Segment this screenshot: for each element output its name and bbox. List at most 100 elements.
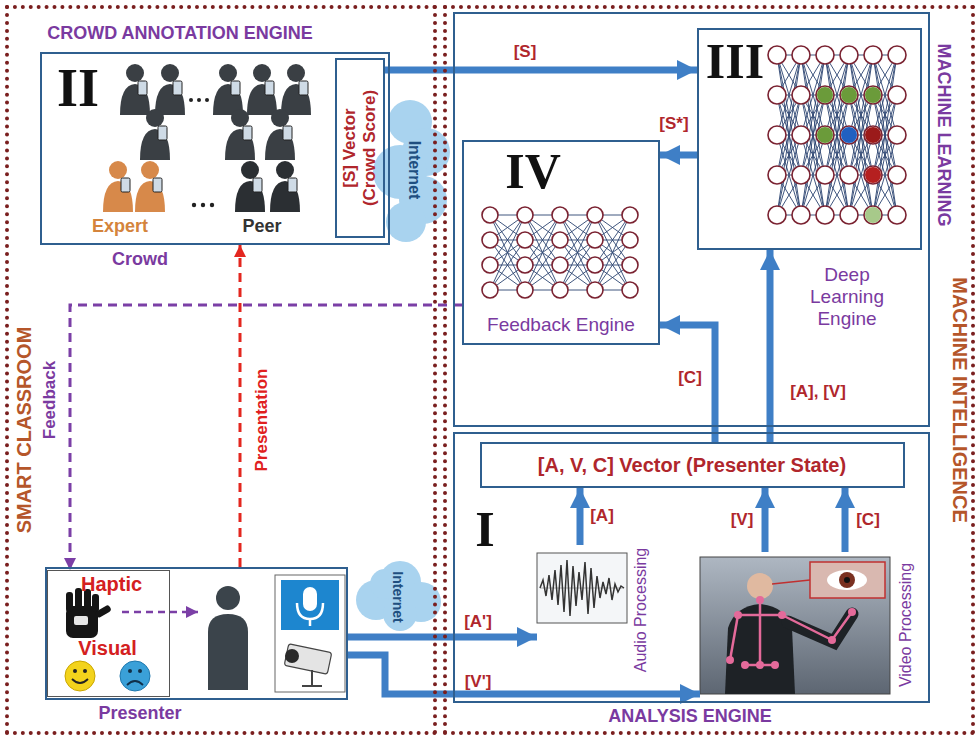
text-holder: II (57, 57, 99, 119)
text-holder: III (706, 33, 764, 91)
crowd-figures (135, 161, 165, 212)
text-holder: Expert (92, 216, 148, 237)
region-title: SMART CLASSROOM (13, 327, 36, 534)
sensor-panel (297, 603, 323, 619)
group-label: Presenter (98, 703, 181, 724)
crowd-figures (201, 203, 205, 207)
deep-network (841, 87, 857, 103)
text-holder: Video Processing (897, 563, 915, 687)
emoji-face (65, 661, 95, 691)
haptic-glove (95, 604, 112, 618)
crowd-figures (205, 98, 209, 102)
haptic-glove (74, 616, 88, 625)
presenter-figure (208, 614, 248, 690)
crowd-figures (281, 64, 311, 115)
text-holder: ANALYSIS ENGINE (608, 706, 771, 727)
text-holder: Crowd (112, 249, 168, 270)
text-holder: SMART CLASSROOM (13, 327, 36, 534)
text-holder: Internet (390, 571, 406, 622)
audio-waveform (540, 560, 624, 616)
emoji-face (65, 661, 150, 691)
video-frame (810, 562, 885, 598)
video-frame (848, 608, 856, 616)
engine-box: IANALYSIS ENGINE[A, V, C] Vector (Presen… (453, 432, 930, 703)
video-frame (778, 611, 786, 619)
signal-label: [S*] (659, 114, 688, 134)
crowd-figures (270, 161, 300, 212)
crowd-figures (192, 203, 196, 207)
text-holder: Visual (78, 636, 137, 659)
feedback-network (560, 215, 595, 290)
signal-label: [V] (731, 510, 754, 530)
mode-label: Haptic (81, 572, 142, 595)
haptic-cue (122, 611, 198, 614)
video-frame (726, 596, 856, 669)
feedback-display: HapticVisual (47, 570, 170, 697)
crowd-figures (189, 98, 214, 207)
text-holder: [V'] (465, 672, 492, 692)
video-frame (771, 661, 779, 669)
crowd-figures (189, 98, 193, 102)
crowd-figures (103, 64, 311, 212)
sensor-panel (285, 649, 299, 663)
region-title: MACHINE INTELLIGENCE (948, 277, 971, 523)
feedback-network (622, 207, 638, 298)
emoji-face (128, 669, 132, 673)
engine-box: IVFeedback Engine (462, 140, 660, 345)
callout-number: III (706, 33, 764, 91)
text-holder: [A], [V] (790, 382, 846, 402)
region-title: MACHINE LEARNING (934, 44, 955, 227)
text-holder: [A, V, C] Vector (Presenter State) (538, 454, 846, 477)
text-holder: I (475, 501, 494, 559)
video-frame (782, 612, 852, 640)
presenter-figure (216, 586, 240, 610)
sensor-panel (281, 580, 339, 630)
feedback-network (482, 207, 638, 298)
video-frame (747, 573, 773, 599)
presenter-box: PresenterHapticVisual (45, 567, 348, 700)
signal-label: [C] (678, 368, 702, 388)
video-frame (844, 577, 850, 583)
text-holder: [S] Vector (Crowd Score) (340, 78, 379, 218)
deep-network (768, 46, 786, 224)
text-holder: Audio Processing (632, 548, 650, 673)
deep-network (841, 127, 857, 143)
text-holder: Deep Learning Engine (793, 264, 901, 330)
deep-network (865, 207, 881, 223)
crowd-figures (103, 161, 133, 212)
sensor-panel (275, 575, 345, 692)
crowd-figures (197, 98, 201, 102)
video-frame (756, 596, 764, 604)
deep-network (768, 46, 906, 224)
mode-label: Visual (78, 636, 137, 659)
engine-title: CROWD ANNOTATION ENGINE (47, 23, 313, 44)
text-holder: [A] (590, 506, 614, 526)
deep-network (817, 87, 833, 103)
vector-label: [A, V, C] Vector (Presenter State) (538, 454, 846, 477)
dashed-flow-arrow (239, 245, 242, 567)
text-holder: Feedback (40, 361, 60, 439)
engine-label: Audio Processing (632, 548, 650, 673)
emoji-face (120, 661, 150, 691)
crowd-figures (235, 161, 265, 212)
video-frame (700, 557, 890, 694)
deep-network (865, 87, 881, 103)
video-frame (734, 611, 742, 619)
text-holder: Presentation (252, 369, 272, 472)
role-label: Peer (242, 216, 281, 237)
video-frame (759, 598, 762, 665)
data-flow-arrow (385, 67, 697, 74)
deep-network (792, 46, 810, 224)
feedback-network (490, 215, 525, 290)
callout-number: I (475, 501, 494, 559)
vector-box: [S] Vector (Crowd Score) (335, 58, 385, 238)
deep-network (865, 127, 881, 143)
internet-cloud (386, 202, 426, 242)
crowd-figures (225, 109, 255, 160)
presenter-figure (208, 586, 248, 690)
text-holder: Internet (405, 141, 423, 200)
text-holder: IV (505, 143, 561, 201)
region-box: MACHINE INTELLIGENCE MACHINE LEARNING III D… (443, 5, 975, 735)
text-holder: [V] (731, 510, 754, 530)
sensor-panel (309, 619, 312, 626)
